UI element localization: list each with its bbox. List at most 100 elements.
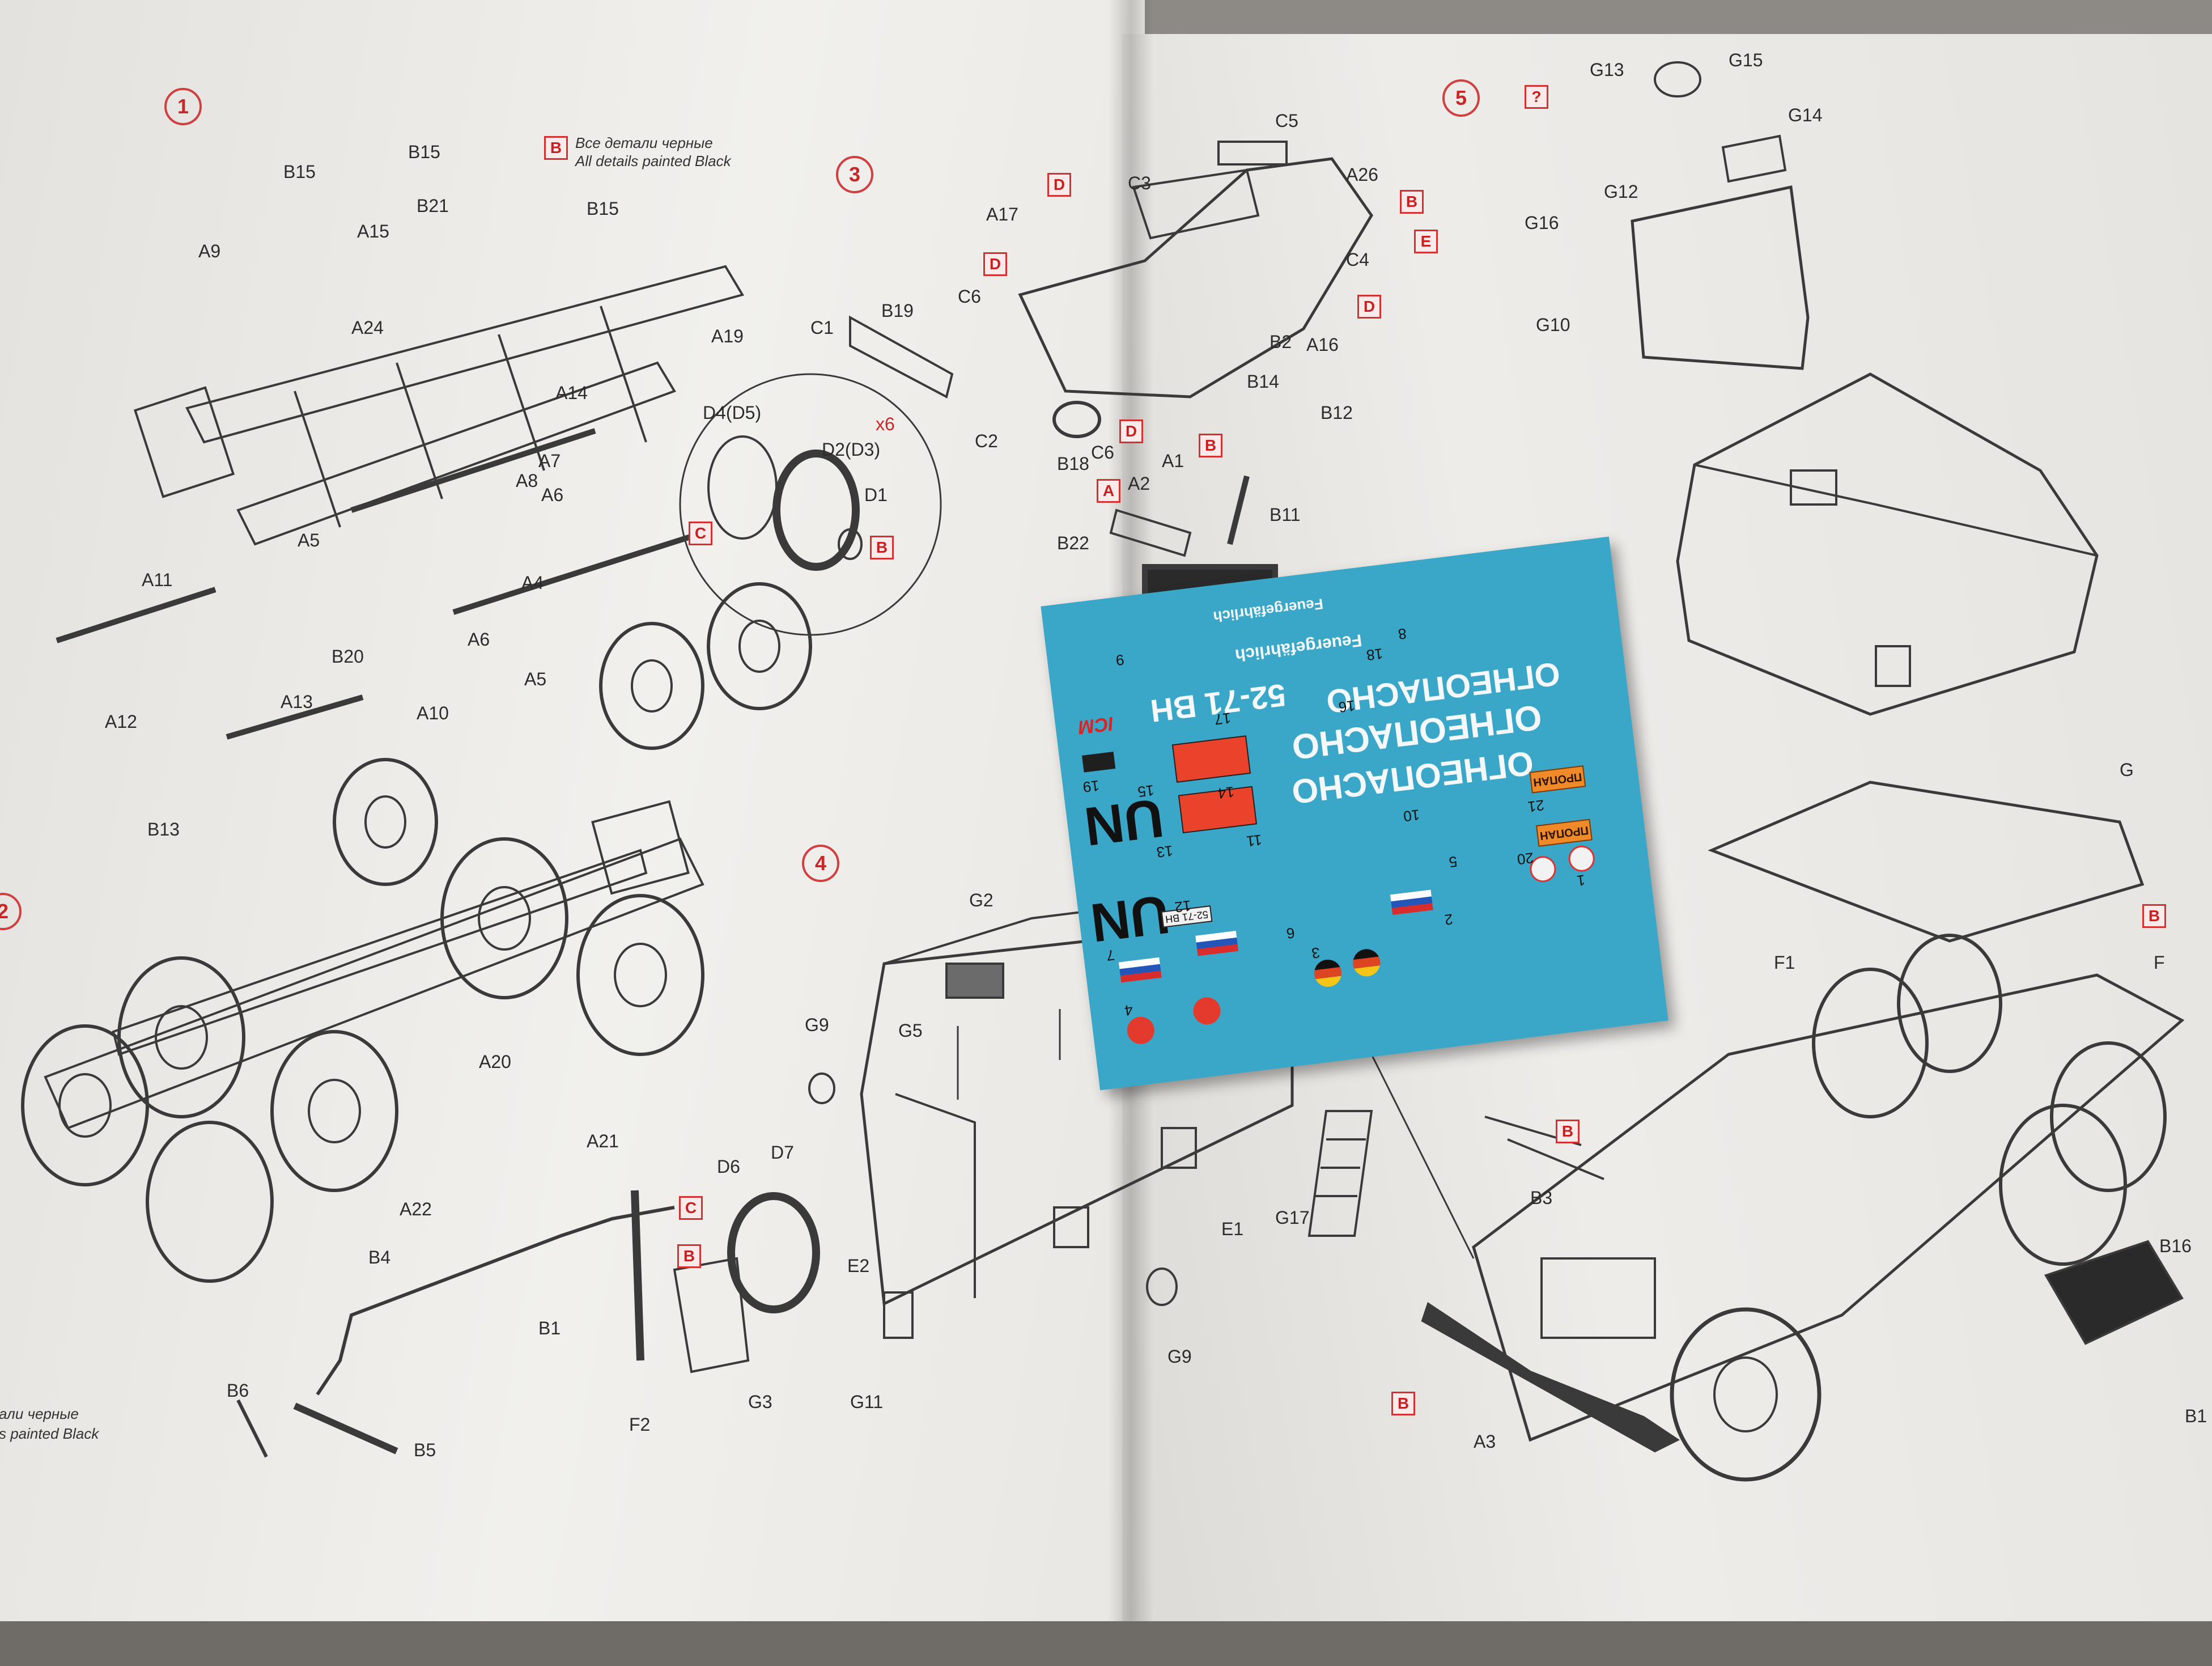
decal-orange-plate: ПРОПАН: [1535, 819, 1593, 847]
part-label: B15: [587, 198, 619, 219]
decal-number: 16: [1338, 697, 1356, 716]
part-label: A10: [417, 703, 449, 723]
part-label: A24: [351, 317, 384, 338]
part-label: A13: [281, 692, 313, 712]
part-label: G16: [1525, 213, 1559, 233]
decal-number: 15: [1136, 781, 1156, 801]
part-label: A3: [1474, 1431, 1496, 1452]
paint-tag-b: B: [1400, 190, 1424, 214]
decal-flag: [1118, 957, 1162, 983]
decal-number: 14: [1217, 783, 1236, 803]
decal-warning-de: Feuergefährlich: [1212, 595, 1324, 626]
part-label: A26: [1346, 164, 1378, 185]
part-label: B2: [1270, 332, 1292, 352]
part-label: G: [2120, 760, 2134, 780]
paint-tag-b: B: [2142, 904, 2166, 928]
part-label: A9: [198, 241, 221, 261]
part-label: B4: [368, 1247, 391, 1267]
part-label: A12: [105, 711, 137, 732]
decal-dark-plate: [1081, 752, 1116, 773]
left-instruction-page: [0, 0, 1145, 1644]
part-label: G15: [1729, 50, 1763, 70]
part-label: G11: [850, 1392, 884, 1412]
paint-tag-d: D: [1047, 173, 1071, 197]
part-label: G3: [748, 1392, 772, 1412]
decal-number: 3: [1310, 944, 1321, 962]
part-label: F1: [1774, 952, 1795, 973]
note-all-black-en: All details painted Black: [575, 152, 731, 169]
decal-roundel: [1191, 995, 1222, 1027]
part-label: F: [2154, 952, 2165, 973]
part-label: F2: [629, 1414, 651, 1435]
part-label: B21: [417, 196, 449, 216]
part-label: A7: [538, 451, 561, 471]
part-label: A22: [400, 1199, 432, 1219]
part-label: B15: [408, 142, 440, 162]
part-label: D2(D3): [822, 439, 881, 460]
part-label: B19: [881, 300, 914, 321]
part-label: G10: [1536, 315, 1570, 335]
part-label: A17: [986, 204, 1018, 224]
part-label: B5: [414, 1440, 436, 1460]
part-label: B16: [2159, 1236, 2192, 1256]
decal-number: 1: [1576, 871, 1586, 889]
part-label: D7: [771, 1142, 794, 1163]
note-black-en-partial: s painted Black: [0, 1425, 99, 1442]
decal-number: 5: [1447, 853, 1458, 871]
decal-flag: [1390, 889, 1433, 915]
decal-number: 18: [1365, 645, 1384, 664]
part-label: C4: [1346, 249, 1369, 270]
part-label: G5: [898, 1020, 923, 1041]
decal-number: 9: [1115, 651, 1126, 669]
decal-number: 12: [1174, 897, 1192, 916]
part-label: B6: [227, 1380, 249, 1401]
part-label: A15: [357, 221, 389, 241]
part-label: B1: [2185, 1406, 2207, 1426]
part-label: D1: [864, 485, 888, 505]
quantity-label: x6: [876, 414, 895, 434]
decal-number: 8: [1397, 625, 1408, 643]
part-label: D4(D5): [703, 402, 762, 423]
paint-tag-b: B: [870, 536, 894, 559]
paint-tag-question: ?: [1525, 85, 1548, 109]
decal-orange-plate: ПРОПАН: [1529, 765, 1586, 794]
decal-roundel: [1351, 947, 1382, 978]
part-label: G9: [1167, 1346, 1192, 1367]
part-label: G17: [1275, 1207, 1310, 1228]
part-label: C5: [1275, 111, 1298, 131]
decal-number: 4: [1123, 1001, 1134, 1019]
part-label: A6: [468, 629, 490, 650]
decal-number: 10: [1402, 806, 1421, 825]
part-label: A1: [1162, 451, 1184, 471]
part-label: E2: [847, 1256, 870, 1276]
table-surface: [0, 1621, 2212, 1666]
step-3-number: 3: [836, 156, 873, 193]
part-label: B22: [1057, 533, 1089, 553]
decal-number: 21: [1527, 796, 1546, 816]
part-label: G9: [805, 1015, 829, 1035]
paint-tag-a: A: [1097, 479, 1120, 503]
paint-tag-d: D: [1119, 419, 1143, 443]
decal-roundel: [1567, 844, 1597, 874]
paint-tag-d: D: [983, 252, 1007, 276]
part-label: C1: [810, 317, 834, 338]
decal-number: 19: [1082, 777, 1101, 796]
part-label: C2: [975, 431, 998, 451]
paint-tag-c: C: [679, 1196, 703, 1220]
decal-number: 20: [1516, 849, 1535, 868]
part-label: G12: [1604, 181, 1638, 202]
decal-number: 2: [1443, 910, 1454, 929]
decal-number: 11: [1245, 831, 1263, 850]
step-5-number: 5: [1442, 79, 1480, 117]
part-label: A20: [479, 1052, 511, 1072]
decal-number: 17: [1213, 709, 1232, 728]
part-label: B13: [147, 819, 180, 840]
paint-tag-b: B: [544, 136, 568, 160]
part-label: A14: [555, 383, 588, 403]
part-label: A6: [541, 485, 564, 505]
decal-sheet: Feuergefährlich Feuergefährlich ICM 52-7…: [1041, 536, 1668, 1091]
decal-un-mark: UN: [1087, 883, 1173, 953]
paint-tag-b: B: [677, 1244, 701, 1268]
